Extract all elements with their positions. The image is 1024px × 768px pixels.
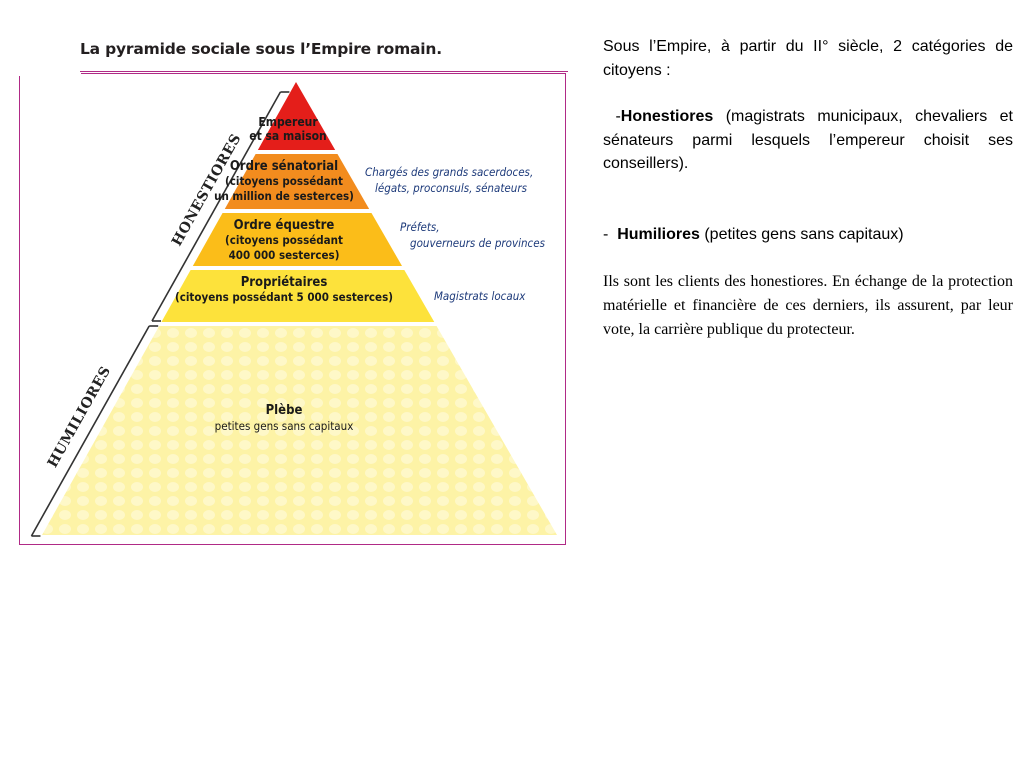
clients-paragraph: Ils sont les clients des honestiores. En… bbox=[603, 273, 1013, 338]
level-label-empereur-0: Empereur bbox=[258, 115, 318, 129]
honestiores-bullet: - bbox=[615, 108, 621, 125]
level-note-proprietaires-0: Magistrats locaux bbox=[434, 289, 526, 303]
pyramid-level-senatorial bbox=[224, 154, 370, 209]
level-label-equestre-1: (citoyens possédant bbox=[225, 233, 343, 247]
level-label-senatorial-2: un million de sesterces) bbox=[214, 189, 354, 203]
level-label-plebe-1: petites gens sans capitaux bbox=[215, 419, 354, 433]
pyramid-levels bbox=[42, 82, 557, 535]
level-label-proprietaires-1: (citoyens possédant 5 000 sesterces) bbox=[175, 290, 393, 304]
level-label-plebe-0: Plèbe bbox=[266, 403, 303, 418]
explanatory-text: Sous l’Empire, à partir du II° siècle, 2… bbox=[603, 35, 1013, 342]
humiliores-bracket bbox=[30, 325, 150, 537]
level-label-equestre-2: 400 000 sesterces) bbox=[229, 248, 340, 262]
honestiores-bracket bbox=[151, 91, 282, 322]
level-note-equestre-0: Préfets, bbox=[400, 220, 440, 234]
figure-title: La pyramide sociale sous l’Empire romain… bbox=[80, 40, 442, 58]
intro-text: Sous l’Empire, à partir du II° siècle, 2… bbox=[603, 38, 1013, 79]
level-note-equestre-1: gouverneurs de provinces bbox=[410, 236, 546, 250]
humiliores-description: (petites gens sans capitaux) bbox=[699, 225, 904, 243]
pyramid-level-equestre bbox=[192, 213, 403, 266]
level-label-empereur-1: et sa maison bbox=[249, 129, 326, 143]
level-note-senatorial-1: légats, proconsuls, sénateurs bbox=[375, 181, 528, 195]
pyramid-level-empereur bbox=[257, 82, 336, 150]
intro-paragraph: Sous l’Empire, à partir du II° siècle, 2… bbox=[603, 35, 1013, 82]
frame-gap bbox=[19, 72, 81, 76]
pyramid-level-proprietaires bbox=[161, 270, 435, 322]
level-label-equestre-0: Ordre équestre bbox=[234, 218, 335, 233]
humiliores-bullet: - bbox=[603, 225, 618, 243]
level-note-senatorial-0: Chargés des grands sacerdoces, bbox=[365, 165, 533, 179]
level-label-senatorial-1: (citoyens possédant bbox=[225, 174, 343, 188]
level-label-senatorial-0: Ordre sénatorial bbox=[230, 159, 338, 174]
humiliores-paragraph: - Humiliores (petites gens sans capitaux… bbox=[603, 223, 1013, 247]
level-label-proprietaires-0: Propriétaires bbox=[241, 275, 328, 290]
pyramid-level-plebe bbox=[42, 326, 557, 535]
honestiores-description: (magistrats municipaux, chevaliers et sé… bbox=[603, 108, 1013, 172]
title-divider bbox=[80, 71, 568, 72]
level-notes: Chargés des grands sacerdoces, légats, pr… bbox=[365, 165, 546, 303]
honestiores-paragraph: -Honestiores (magistrats municipaux, che… bbox=[603, 105, 1013, 176]
humiliores-term: Humiliores bbox=[617, 225, 700, 243]
honestiores-term: Honestiores bbox=[620, 108, 714, 125]
